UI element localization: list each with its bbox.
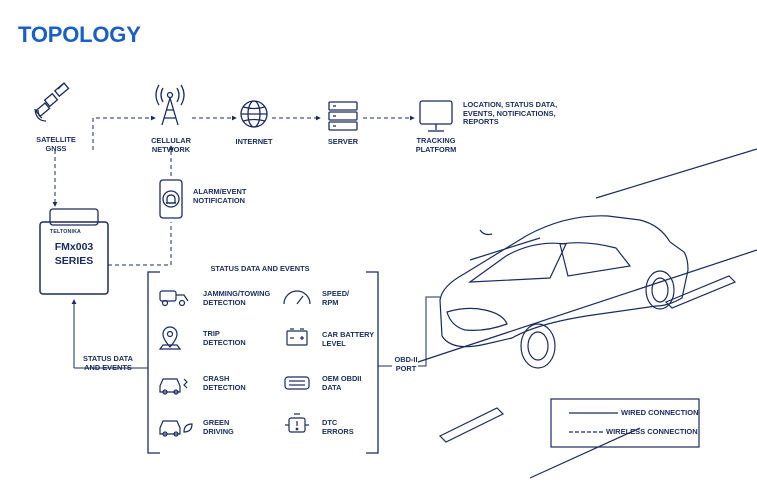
page-title: TOPOLOGY: [18, 22, 141, 47]
status-item-label: OEM OBDII DATA: [322, 374, 362, 392]
road: [417, 148, 757, 479]
status-item-label: CAR BATTERY LEVEL: [322, 330, 375, 348]
eco-car-icon: [159, 420, 193, 437]
satellite-label: SATELLITE GNSS: [36, 135, 76, 153]
status-item-label: GREEN DRIVING: [203, 418, 234, 436]
status-item-label: DTC ERRORS: [322, 418, 354, 436]
phone-alarm-icon: [159, 179, 183, 219]
obd-connector-icon: [284, 376, 310, 390]
server-label: SERVER: [327, 137, 359, 146]
car-illustration: [439, 215, 689, 369]
internet-label: INTERNET: [235, 137, 273, 146]
obd-port-label: OBD-II PORT: [394, 355, 418, 373]
status-box-heading: STATUS DATA AND EVENTS: [210, 264, 310, 273]
crash-car-icon: [159, 378, 188, 395]
satellite-icon: [34, 82, 70, 122]
tracker-device: [39, 208, 109, 295]
legend-wireless-label: WIRELESS CONNECTION: [606, 427, 698, 436]
legend-wired-label: WIRED CONNECTION: [621, 408, 699, 417]
monitor-icon: [419, 100, 453, 132]
status-item-label: TRIP DETECTION: [203, 329, 246, 347]
cell-tower-icon: [155, 84, 185, 126]
server-icon: [328, 101, 358, 131]
tracking-outputs-label: LOCATION, STATUS DATA, EVENTS, NOTIFICAT…: [463, 100, 558, 127]
alarm-notification-label: ALARM/EVENT NOTIFICATION: [193, 187, 247, 205]
device-model: FMx003: [54, 241, 94, 253]
tow-truck-icon: [159, 290, 189, 307]
legend-box: [550, 398, 700, 448]
status-item-label: SPEED/ RPM: [322, 289, 350, 307]
globe-icon: [240, 100, 268, 128]
battery-icon: [286, 328, 308, 346]
device-series: SERIES: [54, 255, 94, 267]
status-item-label: CRASH DETECTION: [203, 374, 246, 392]
device-brand: TELTONIKA: [50, 229, 82, 235]
status-item-label: JAMMING/TOWING DETECTION: [203, 289, 271, 307]
speedometer-icon: [283, 290, 311, 305]
tracking-platform-label: TRACKING PLATFORM: [415, 136, 457, 154]
cellular-label: CELLULAR NETWORK: [151, 136, 191, 154]
engine-icon: [285, 413, 309, 433]
status-data-connector-label: STATUS DATA AND EVENTS: [83, 354, 133, 372]
map-pin-icon: [158, 326, 182, 350]
